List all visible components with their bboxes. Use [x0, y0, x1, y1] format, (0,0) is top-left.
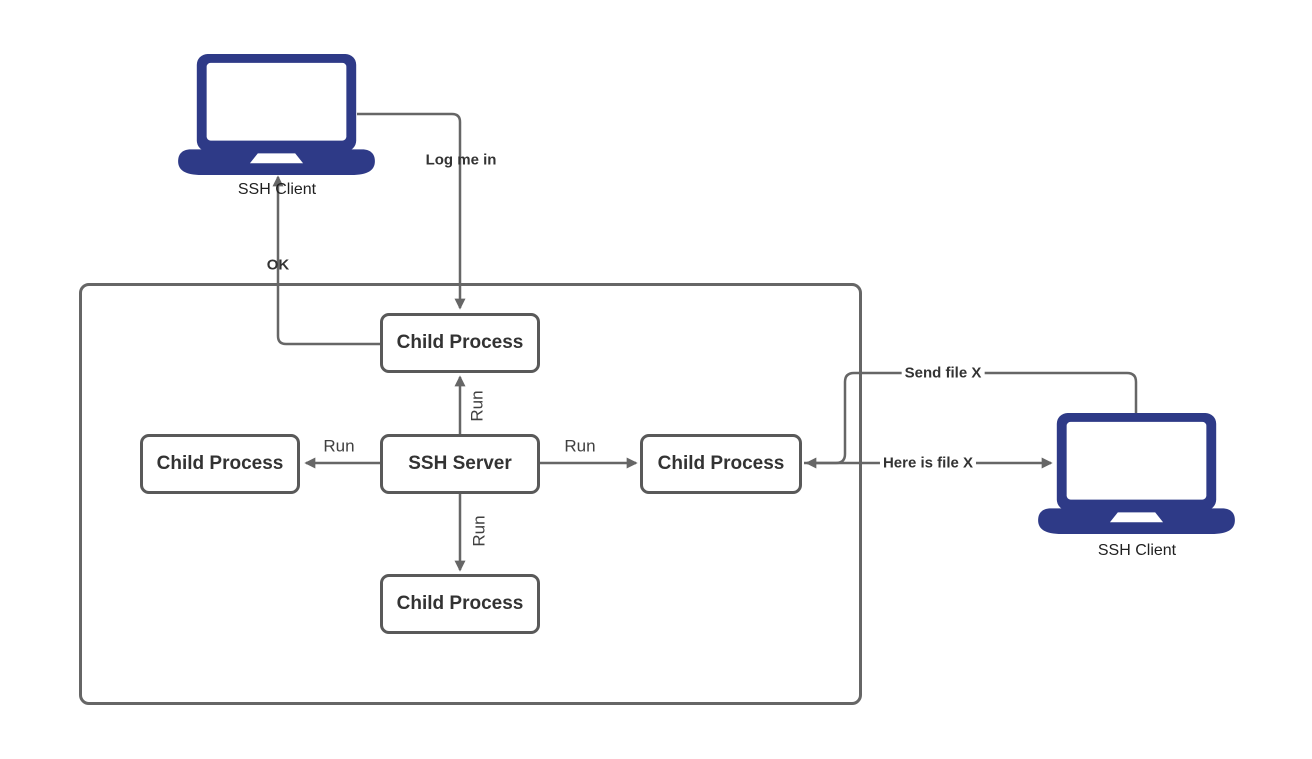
node-label: Child Process	[396, 593, 524, 614]
edge-label-run-up: Run	[467, 390, 487, 422]
edge-label-run-left: Run	[323, 436, 355, 456]
laptop-icon	[1038, 413, 1235, 535]
node-child-process-bottom: Child Process	[380, 574, 540, 634]
edge-label-log-me-in: Log me in	[425, 151, 497, 169]
node-label: Child Process	[156, 453, 284, 474]
node-label: Child Process	[657, 453, 785, 474]
edge-label-send-file-x: Send file X	[901, 364, 985, 382]
node-child-process-right: Child Process	[640, 434, 802, 494]
label-ssh-client-right: SSH Client	[1097, 542, 1177, 559]
node-label: SSH Server	[408, 453, 512, 474]
node-child-process-top: Child Process	[380, 313, 540, 373]
node-child-process-left: Child Process	[140, 434, 300, 494]
edge-label-run-right: Run	[564, 436, 596, 456]
edge-ok	[272, 175, 380, 346]
edge-log-me-in	[357, 112, 466, 310]
edge-label-ok: OK	[266, 256, 290, 274]
edge-send-file-x	[805, 371, 1138, 469]
laptop-icon	[178, 54, 375, 176]
node-label: Child Process	[396, 332, 524, 353]
node-ssh-server: SSH Server	[380, 434, 540, 494]
edge-label-run-down: Run	[469, 515, 489, 547]
server-host-boundary	[79, 283, 862, 705]
edge-label-here-is-file-x: Here is file X	[879, 454, 977, 472]
label-ssh-client-top: SSH Client	[237, 181, 317, 198]
